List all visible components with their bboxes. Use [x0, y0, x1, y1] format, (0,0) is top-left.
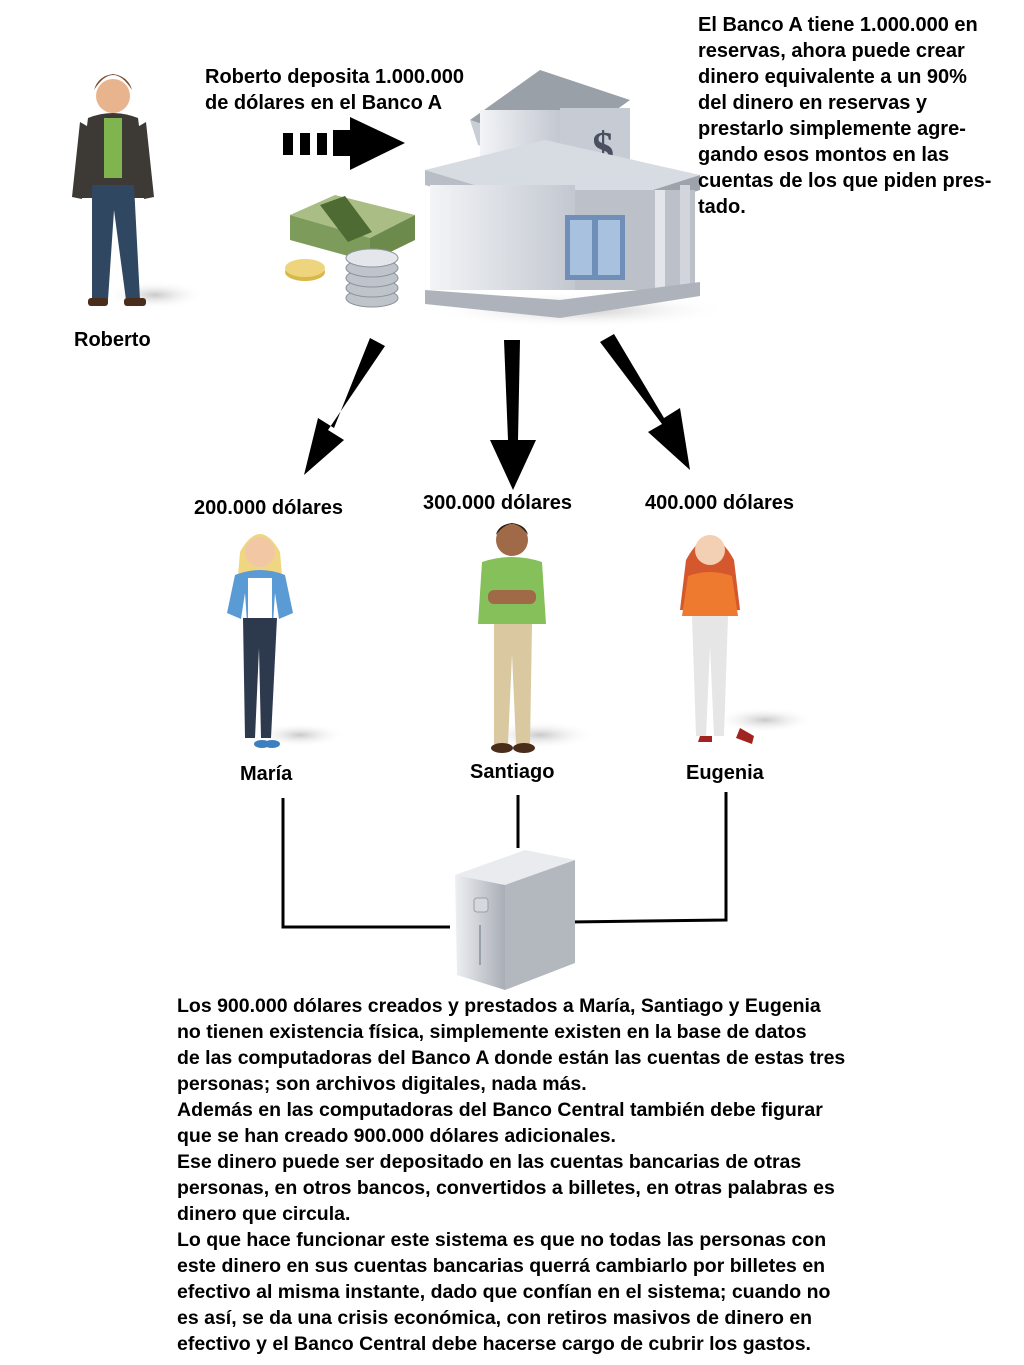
cash-stack-icon [285, 195, 415, 308]
eugenia-amount-label: 400.000 dólares [645, 492, 794, 514]
network-lines [281, 792, 728, 929]
explanation-paragraph-4: Lo que hace funcionar este sistema es qu… [177, 1229, 831, 1355]
deposit-caption: Roberto deposita 1.000.000 de dólares en… [205, 64, 464, 116]
arrow-to-santiago-icon [490, 340, 536, 490]
arrow-to-eugenia-icon [600, 334, 690, 470]
explanation-paragraph-1: Los 900.000 dólares creados y prestados … [177, 995, 846, 1095]
maria-figure [227, 534, 345, 748]
roberto-figure [72, 74, 205, 309]
santiago-figure [478, 523, 595, 753]
maria-amount-label: 200.000 dólares [194, 497, 343, 519]
deposit-caption-line-1: Roberto deposita 1.000.000 [205, 66, 464, 88]
explanation-paragraph-2: Además en las computadoras del Banco Cen… [177, 1099, 823, 1147]
eugenia-name-label: Eugenia [686, 762, 764, 784]
santiago-amount-label: 300.000 dólares [423, 492, 572, 514]
bank-building-icon: $ [425, 70, 730, 328]
loan-arrows [304, 334, 690, 490]
computer-server-icon [455, 850, 575, 990]
roberto-name-label: Roberto [74, 329, 151, 351]
explanation-text: Los 900.000 dólares creados y prestados … [177, 993, 1017, 1357]
deposit-arrow-icon [283, 117, 405, 170]
eugenia-figure [680, 535, 815, 744]
santiago-name-label: Santiago [470, 761, 555, 783]
bank-caption: El Banco A tiene 1.000.000 en reservas, … [698, 14, 992, 218]
explanation-paragraph-3: Ese dinero puede ser depositado en las c… [177, 1151, 835, 1225]
deposit-caption-line-2: de dólares en el Banco A [205, 92, 443, 114]
maria-name-label: María [240, 763, 293, 785]
arrow-to-maria-icon [304, 338, 385, 475]
